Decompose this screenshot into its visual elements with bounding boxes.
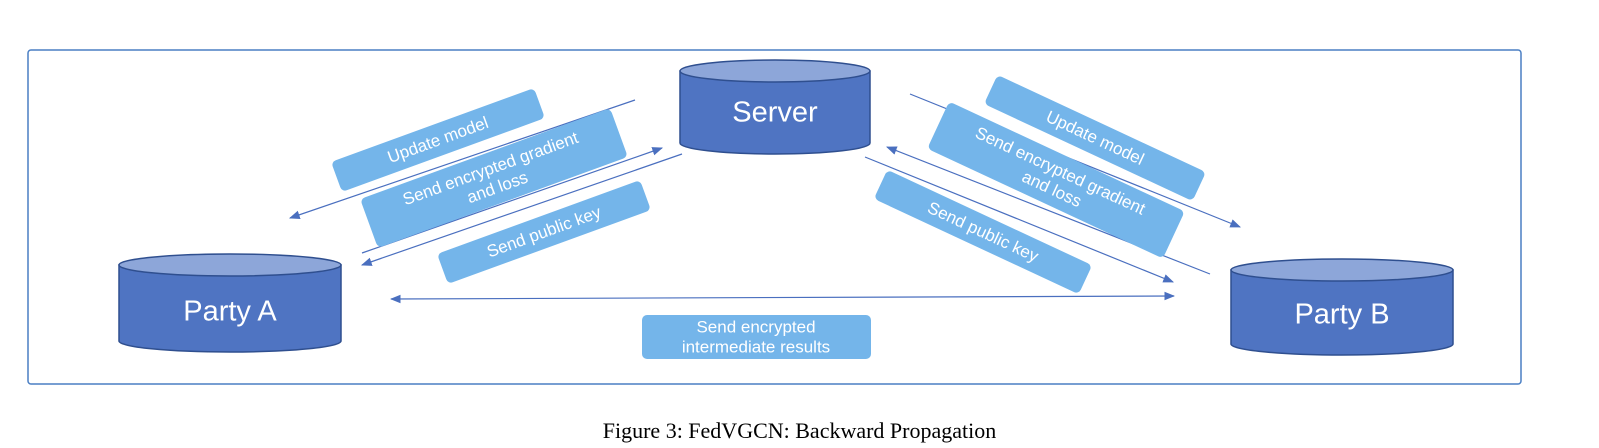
party-b-label: Party B [1294,299,1389,331]
arrow-left-send-public-key [360,153,683,266]
arrow-right-send-public-key [864,156,1175,283]
party-a-node: Party A [118,253,342,353]
pill-bottom-intermediate-results: Send encrypted intermediate results [642,315,871,359]
arrow-bottom-intermediate-results [389,291,1176,304]
figure-caption: Figure 3: FedVGCN: Backward Propagation [602,418,997,443]
svg-text:Send public key: Send public key [925,198,1042,266]
party-a-label: Party A [183,296,277,328]
server-label: Server [732,97,818,129]
svg-text:Send encrypted: Send encrypted [696,317,815,336]
server-node: Server [679,59,871,155]
party-b-node: Party B [1230,258,1454,356]
diagram-frame [27,49,1522,385]
svg-text:intermediate results: intermediate results [682,337,830,356]
arrow-left-update-model [288,99,636,219]
